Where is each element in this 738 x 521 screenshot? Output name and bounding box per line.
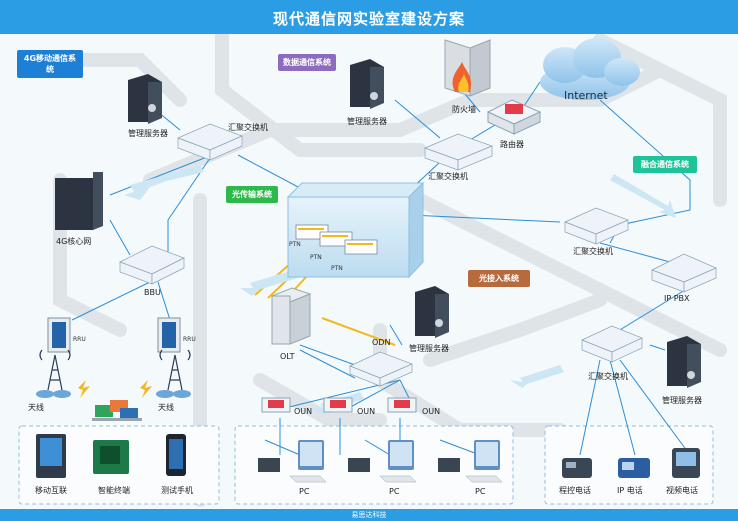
terminal-device-icons <box>36 434 186 478</box>
label-bbu: BBU <box>144 288 161 297</box>
antenna-bases <box>36 390 191 398</box>
router-icon <box>486 99 542 135</box>
server-icons <box>55 59 701 388</box>
internet-cloud <box>540 38 640 100</box>
section-banner-converged-text: 融合通信系统 <box>641 160 689 169</box>
label-internet: Internet <box>564 89 608 102</box>
section-banner-access-text: 光接入系统 <box>479 274 519 283</box>
antenna-icons <box>39 349 191 391</box>
label-ip-pbx: IP PBX <box>664 294 690 303</box>
label-ptn-2: PTN <box>310 254 322 261</box>
section-banner-optical-text: 光传输系统 <box>232 190 272 199</box>
label-antenna-right: 天线 <box>158 403 174 412</box>
label-test-phone: 测试手机 <box>161 486 193 495</box>
label-mgmt-server-access: 管理服务器 <box>409 344 449 353</box>
firewall-icon <box>444 39 491 97</box>
laptop-icons <box>92 400 142 421</box>
oun-icons <box>261 397 417 413</box>
label-oun-1: OUN <box>294 407 313 416</box>
label-program-phone: 程控电话 <box>559 486 591 495</box>
label-video-phone: 视频电话 <box>666 486 698 495</box>
label-antenna-left: 天线 <box>28 403 44 412</box>
footer-bar <box>0 509 738 521</box>
label-odn: ODN <box>372 338 391 347</box>
label-ptn-3: PTN <box>331 265 343 272</box>
pc-icons <box>258 440 503 483</box>
lightning-icons <box>78 380 152 398</box>
label-agg-switch-left: 汇聚交换机 <box>228 123 268 132</box>
label-oun-2: OUN <box>357 407 376 416</box>
label-agg-switch-right-lower: 汇聚交换机 <box>588 372 628 381</box>
label-mgmt-server-data: 管理服务器 <box>347 117 387 126</box>
section-banner-optical: 光传输系统 <box>226 186 278 203</box>
phone-icons <box>562 448 700 478</box>
label-oun-3: OUN <box>422 407 441 416</box>
label-smart-terminal: 智能终端 <box>98 486 130 495</box>
label-mgmt-server-right: 管理服务器 <box>662 396 702 405</box>
label-pc-3: PC <box>475 487 486 496</box>
section-banner-data-text: 数据通信系统 <box>283 58 331 67</box>
label-rru-right: RRU <box>183 336 196 343</box>
label-firewall: 防火墙 <box>452 105 476 114</box>
label-pc-1: PC <box>299 487 310 496</box>
label-router: 路由器 <box>500 140 524 149</box>
label-mobile-internet: 移动互联 <box>35 486 67 495</box>
header-bar <box>0 0 738 34</box>
rru-icons <box>47 317 181 353</box>
switch-icons <box>119 123 717 387</box>
label-mgmt-server-left: 管理服务器 <box>128 129 168 138</box>
section-banner-converged: 融合通信系统 <box>633 156 697 173</box>
section-banner-4g: 4G移动通信系统 <box>17 50 83 78</box>
section-banner-access: 光接入系统 <box>468 270 530 287</box>
label-agg-switch-data: 汇聚交换机 <box>428 172 468 181</box>
label-pc-2: PC <box>389 487 400 496</box>
footer-text: 易思达科技 <box>351 511 387 519</box>
label-ptn-1: PTN <box>289 241 301 248</box>
label-agg-switch-right: 汇聚交换机 <box>573 247 613 256</box>
label-olt: OLT <box>280 352 295 361</box>
label-rru-left: RRU <box>73 336 86 343</box>
page-title: 现代通信网实验室建设方案 <box>272 10 465 28</box>
label-core-4g: 4G核心网 <box>56 237 92 246</box>
label-ip-phone: IP 电话 <box>617 486 643 495</box>
section-banner-4g-text: 4G移动通信系统 <box>23 54 77 74</box>
section-banner-data: 数据通信系统 <box>278 54 336 71</box>
olt-icon <box>270 287 312 345</box>
